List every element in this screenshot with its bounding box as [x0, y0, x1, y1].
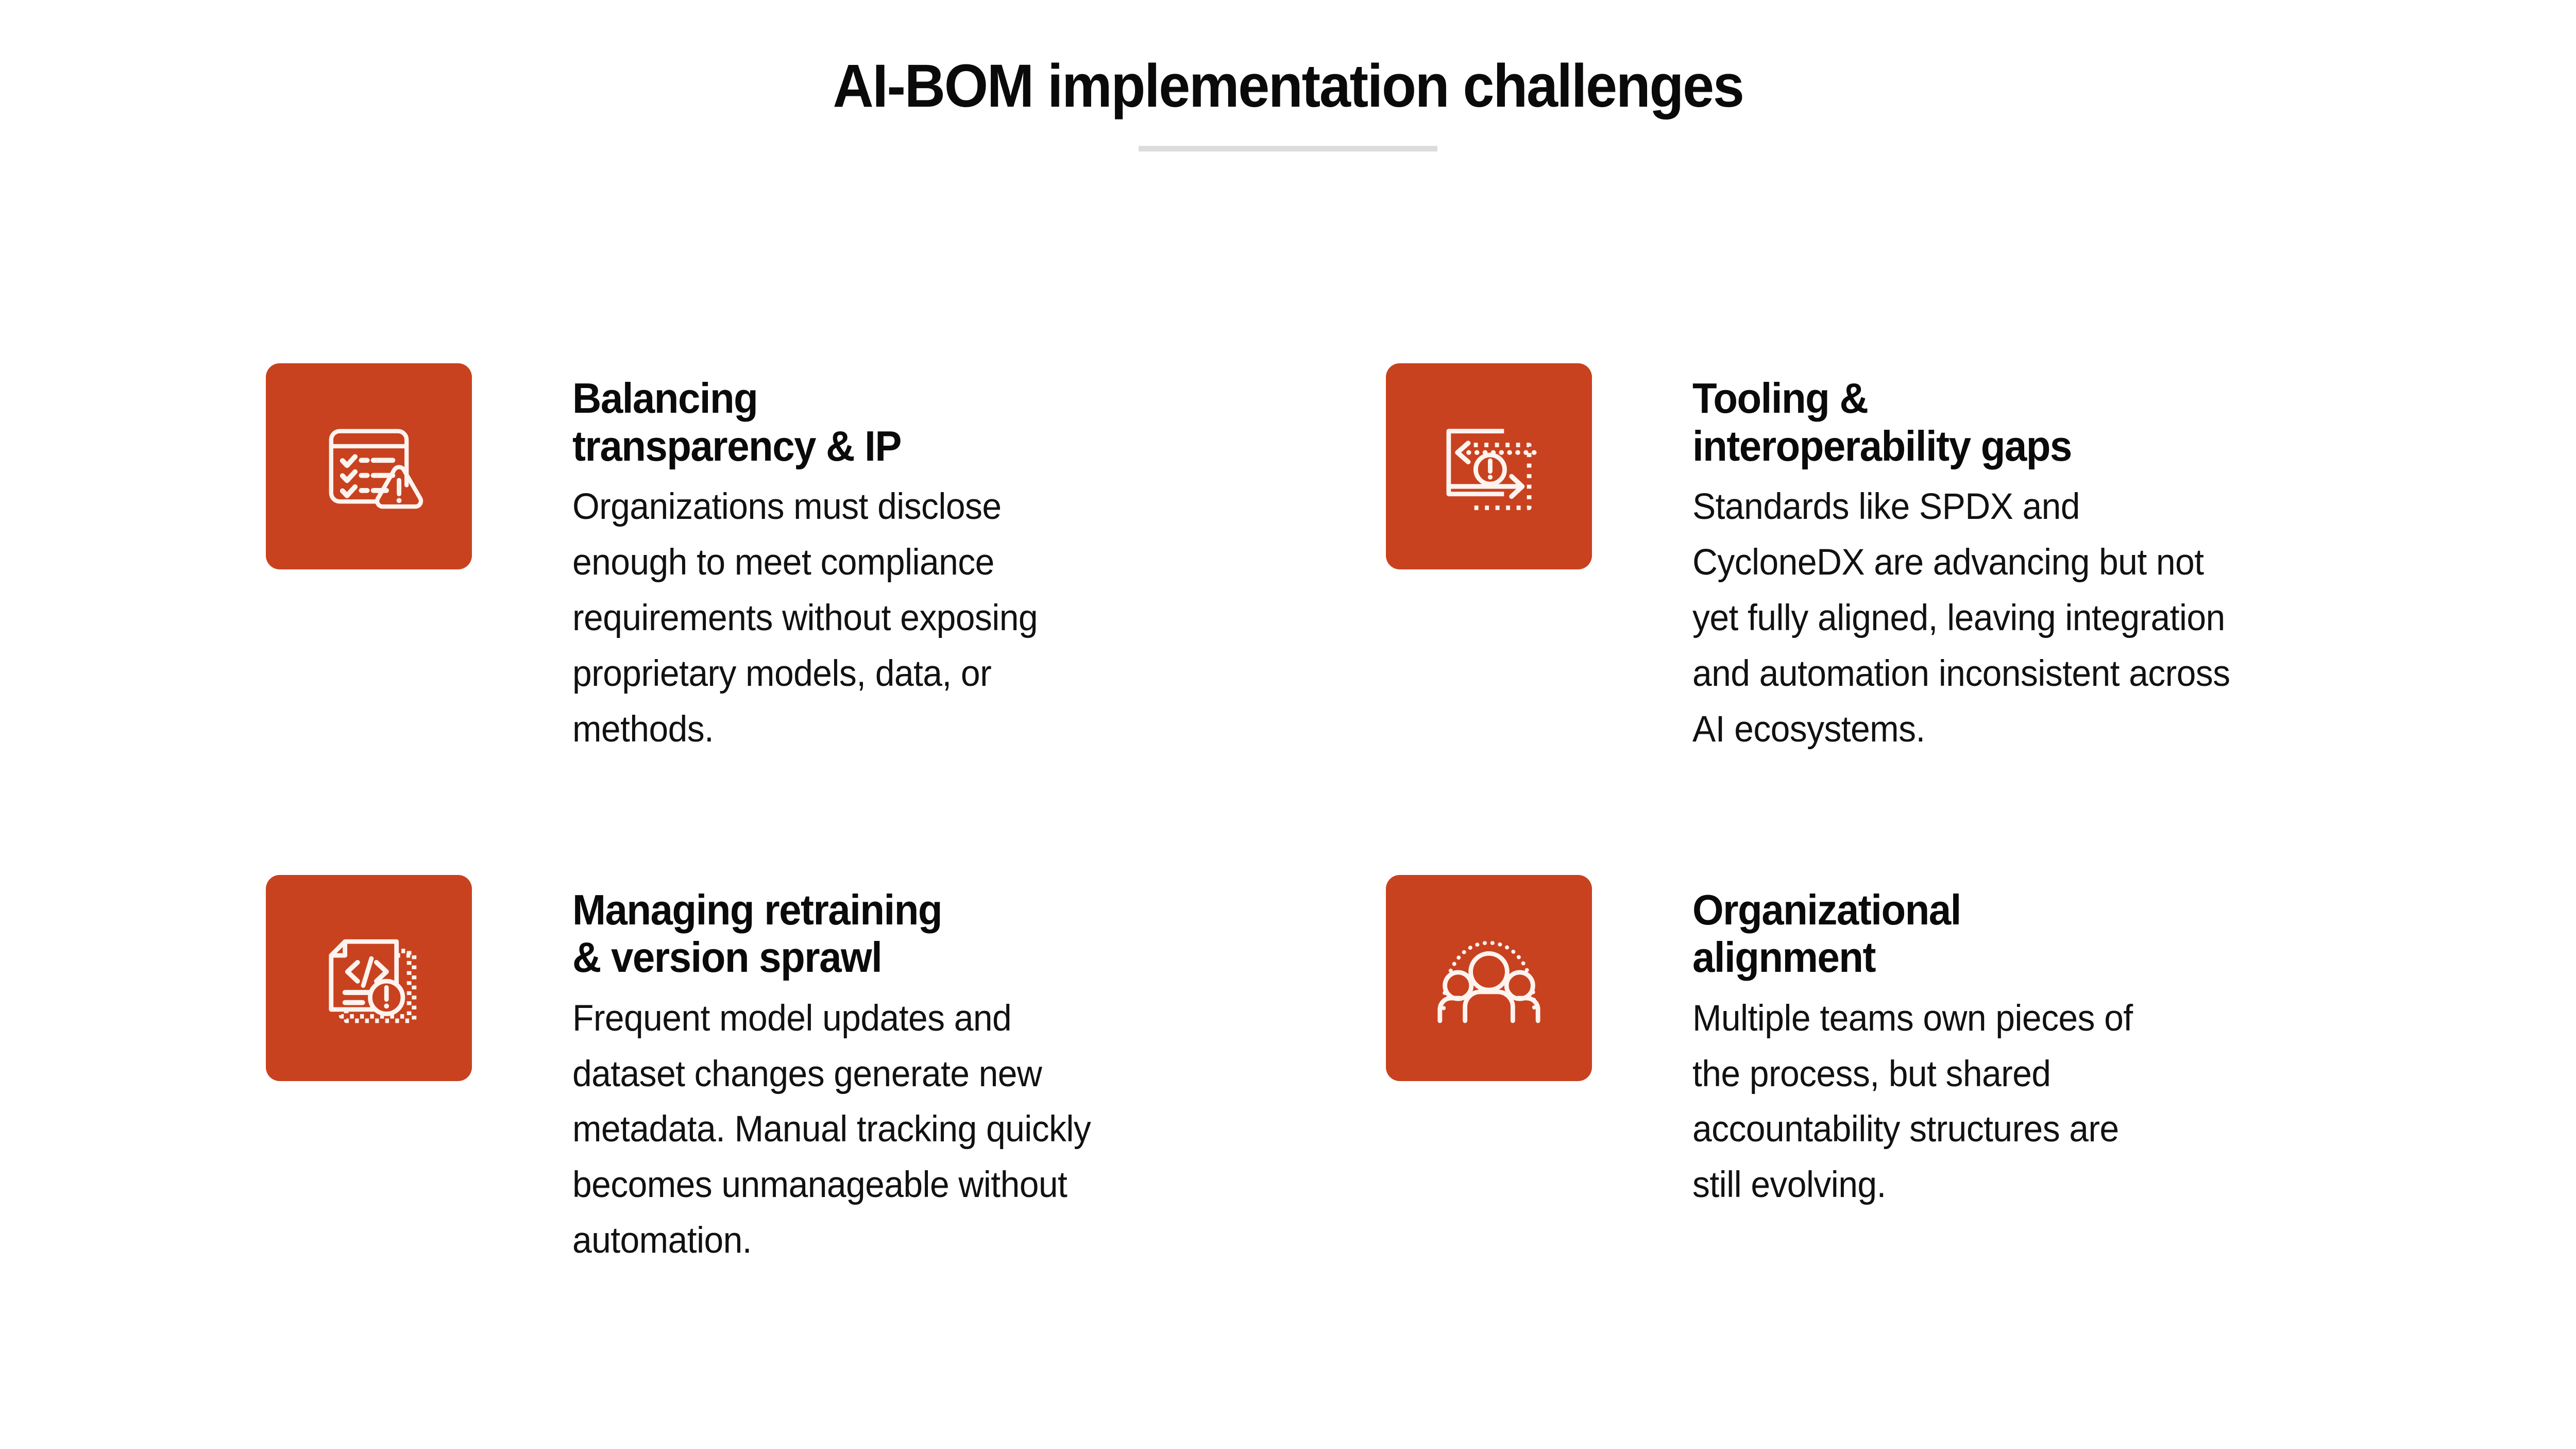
card-heading: Managing retraining & version sprawl — [572, 885, 943, 982]
card-body: Standards like SPDX and CycloneDX are ad… — [1692, 486, 2230, 750]
card-text-block: Organizational alignment Multiple teams … — [1692, 875, 2154, 1214]
challenge-card: Organizational alignment Multiple teams … — [1386, 874, 2358, 1269]
icon-tile-managing-retraining — [266, 874, 472, 1081]
title-block: AI-BOM implementation challenges — [0, 52, 2576, 152]
card-text-block: Tooling & interoperability gaps Standard… — [1692, 363, 2256, 757]
checklist-warning-icon — [329, 429, 423, 509]
card-text-block: Managing retraining & version sprawl Fre… — [572, 875, 1115, 1269]
card-heading: Organizational alignment — [1692, 885, 1961, 982]
card-body: Organizations must disclose enough to me… — [572, 486, 1038, 750]
icon-tile-balancing-transparency — [266, 363, 472, 569]
card-body: Frequent model updates and dataset chang… — [572, 998, 1091, 1261]
icon-tile-tooling-interoperability — [1386, 363, 1592, 569]
page-title: AI-BOM implementation challenges — [833, 52, 1744, 120]
card-body: Multiple teams own pieces of the process… — [1692, 998, 2133, 1206]
title-divider — [1139, 146, 1437, 152]
card-heading: Balancing transparency & IP — [572, 374, 902, 470]
challenge-card-grid: Balancing transparency & IP Organization… — [266, 363, 2358, 1269]
data-exchange-warning-icon — [1446, 429, 1537, 510]
card-heading: Tooling & interoperability gaps — [1692, 374, 2072, 470]
icon-tile-organizational-alignment — [1386, 874, 1592, 1081]
code-document-warning-icon — [329, 939, 417, 1023]
people-group-icon — [1437, 940, 1540, 1023]
challenge-card: Tooling & interoperability gaps Standard… — [1386, 363, 2358, 757]
challenge-card: Balancing transparency & IP Organization… — [266, 363, 1386, 757]
card-text-block: Balancing transparency & IP Organization… — [572, 363, 1060, 757]
challenge-card: Managing retraining & version sprawl Fre… — [266, 874, 1386, 1269]
